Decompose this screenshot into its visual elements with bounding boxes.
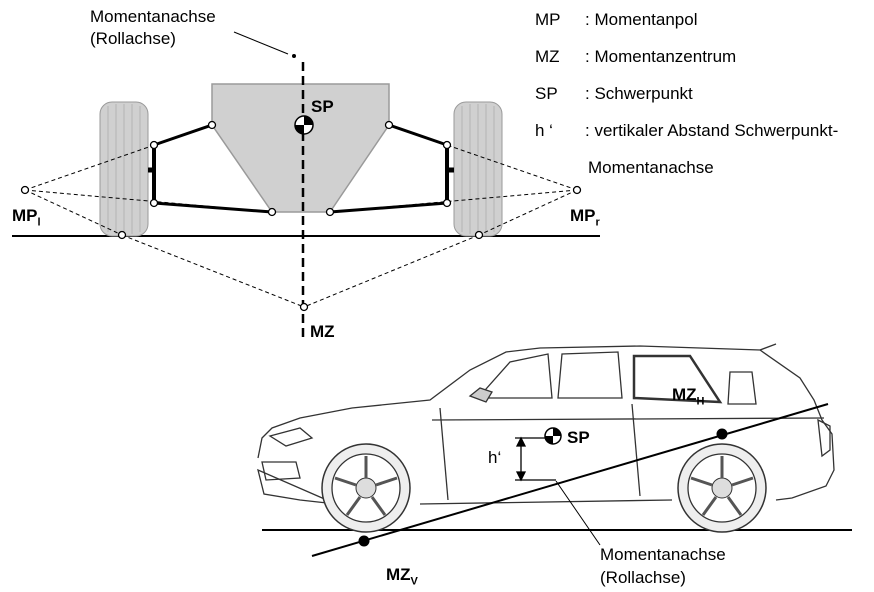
left-tire [99,101,149,237]
mz-front-point [299,302,309,312]
front-axis-label-line2: (Rollachse) [90,29,176,48]
side-sp-label: SP [567,428,590,447]
front-view [12,31,600,338]
mzh-label: MZH [672,385,705,408]
side-view [257,343,852,557]
front-wheel [321,443,411,533]
right-tire [453,101,503,237]
mp-right-label: MPr [570,206,600,229]
vehicle-body-cross-section [211,83,390,213]
mp-right-point [572,185,582,195]
legend-item-h: h ‘: vertikaler Abstand Schwerpunkt- [535,121,839,140]
legend-item-h-continuation: Momentanachse [588,158,714,177]
mp-left-point [20,185,30,195]
axis-label-leader [233,31,289,55]
center-of-gravity-icon-side [544,427,562,445]
side-roll-axis [311,403,829,557]
front-mz-label: MZ [310,322,335,341]
pivot-joints [20,120,582,312]
side-axis-label-line1: Momentanachse [600,545,726,564]
front-sp-label: SP [311,97,334,116]
rear-wheel [677,443,767,533]
center-of-gravity-icon [294,115,314,135]
mzv-label: MZV [386,565,418,588]
side-axis-label-line2: (Rollachse) [600,568,686,587]
side-axis-leader [555,480,601,546]
h-prime-label: h‘ [488,448,502,467]
legend-item-sp: SP: Schwerpunkt [535,84,693,103]
front-axis-label-line1: Momentanachse [90,7,216,26]
control-arms [148,123,454,214]
mp-left-label: MPl [12,206,41,229]
mzv-point [358,535,370,547]
legend-item-mp: MP: Momentanpol [535,10,698,29]
mzh-point [716,428,728,440]
legend-item-mz: MZ: Momentanzentrum [535,47,737,66]
